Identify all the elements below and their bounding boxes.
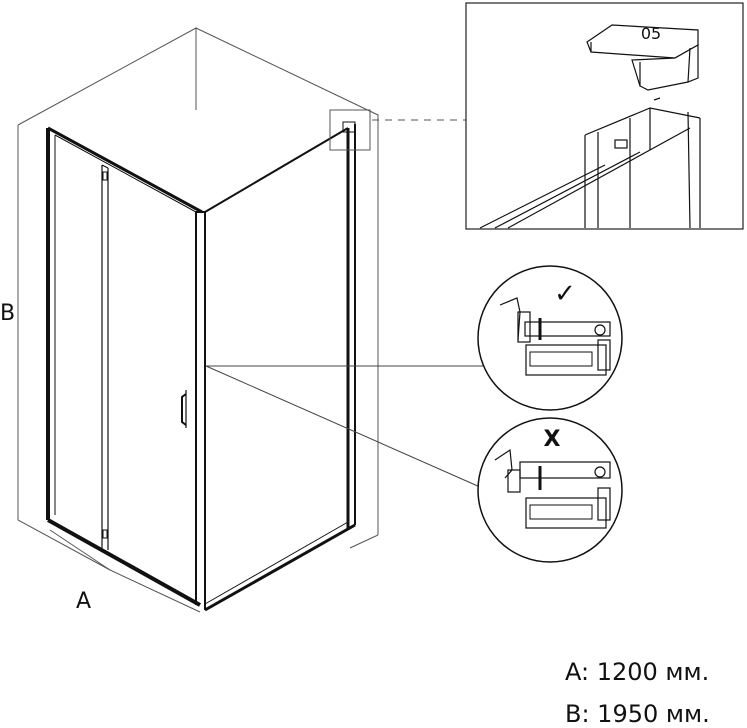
correct-mark: ✓ (554, 279, 576, 309)
detail-inset: 05 (465, 2, 744, 230)
correct-detail-circle: ✓ (477, 265, 623, 411)
part-number-label: 05 (641, 24, 661, 43)
dimension-b-value: B: 1950 мм. (565, 700, 710, 728)
detail-callout (329, 109, 466, 151)
wrong-detail-circle: X (477, 417, 623, 563)
width-marker: A (76, 589, 91, 614)
part-cap-05 (586, 24, 699, 91)
dimension-a-value: A: 1200 мм. (565, 658, 709, 686)
wrong-mark: X (544, 427, 561, 452)
leader-lines (205, 365, 483, 488)
room-walls (17, 27, 379, 613)
shower-enclosure (46, 121, 356, 612)
profile-detail (479, 97, 701, 229)
height-marker: B (0, 301, 15, 326)
